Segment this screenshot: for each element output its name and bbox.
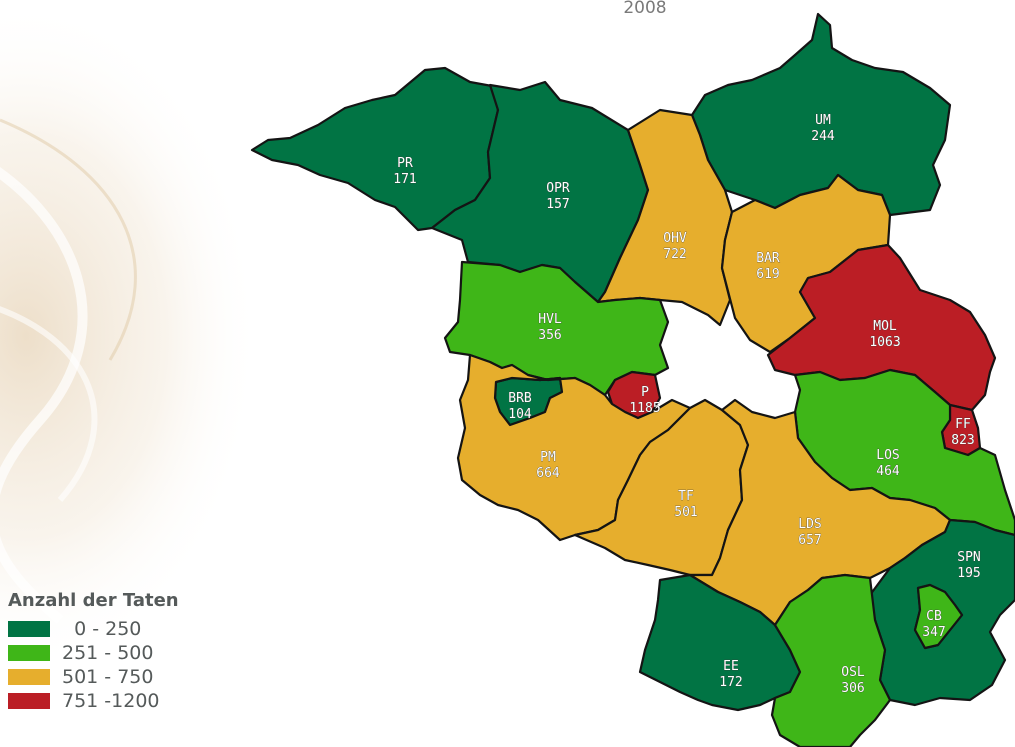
district-code-label: LOS: [876, 448, 899, 463]
district-OHV[interactable]: [596, 108, 734, 327]
map-year-label: 2008: [623, 0, 667, 18]
legend-swatch: [8, 621, 50, 637]
district-value-label: 657: [798, 533, 821, 548]
district-value-label: 619: [756, 267, 779, 282]
district-code-label: SPN: [957, 550, 980, 565]
legend-swatch: [8, 645, 50, 661]
district-OSL[interactable]: [770, 573, 892, 747]
legend: Anzahl der Taten 0 - 250 251 - 500 501 -…: [8, 590, 248, 713]
district-value-label: 195: [957, 566, 980, 581]
district-value-label: 356: [538, 328, 561, 343]
district-code-label: PR: [397, 156, 413, 171]
district-code-label: P: [641, 385, 649, 400]
legend-item-high: 751 -1200: [8, 689, 248, 713]
district-PR[interactable]: [250, 66, 500, 232]
district-value-label: 171: [393, 172, 416, 187]
district-code-label: EE: [723, 659, 739, 674]
legend-swatch: [8, 693, 50, 709]
district-code-label: OSL: [841, 665, 865, 680]
district-value-label: 157: [546, 197, 569, 212]
district-code-label: LDS: [798, 517, 821, 532]
legend-swatch: [8, 669, 50, 685]
district-EE[interactable]: [638, 573, 802, 712]
legend-item-mid-low: 251 - 500: [8, 641, 248, 665]
district-code-label: PM: [540, 450, 556, 465]
legend-item-low: 0 - 250: [8, 617, 248, 641]
district-CB[interactable]: [913, 583, 964, 650]
district-value-label: 347: [922, 625, 945, 640]
district-value-label: 1063: [869, 335, 900, 350]
district-code-label: BAR: [756, 251, 780, 266]
district-value-label: 172: [719, 675, 742, 690]
legend-title: Anzahl der Taten: [8, 590, 179, 611]
legend-label: 751 -1200: [62, 690, 160, 712]
legend-item-mid-high: 501 - 750: [8, 665, 248, 689]
district-code-label: TF: [678, 489, 694, 504]
district-value-label: 464: [876, 464, 900, 479]
district-code-label: BRB: [508, 391, 532, 406]
district-code-label: OPR: [546, 181, 570, 196]
district-value-label: 104: [508, 407, 532, 422]
district-code-label: UM: [815, 113, 831, 128]
district-code-label: OHV: [663, 231, 687, 246]
district-LDS[interactable]: [688, 398, 952, 627]
district-code-label: CB: [926, 609, 942, 624]
district-value-label: 722: [663, 247, 686, 262]
district-value-label: 1185: [629, 401, 660, 416]
district-value-label: 244: [811, 129, 835, 144]
district-code-label: FF: [955, 417, 971, 432]
legend-label: 501 - 750: [62, 666, 154, 688]
district-value-label: 501: [674, 505, 697, 520]
legend-label: 251 - 500: [62, 642, 154, 664]
district-code-label: MOL: [873, 319, 897, 334]
legend-label: 0 - 250: [62, 618, 142, 640]
district-code-label: HVL: [538, 312, 562, 327]
district-value-label: 823: [951, 433, 974, 448]
district-value-label: 664: [536, 466, 560, 481]
district-value-label: 306: [841, 681, 864, 696]
